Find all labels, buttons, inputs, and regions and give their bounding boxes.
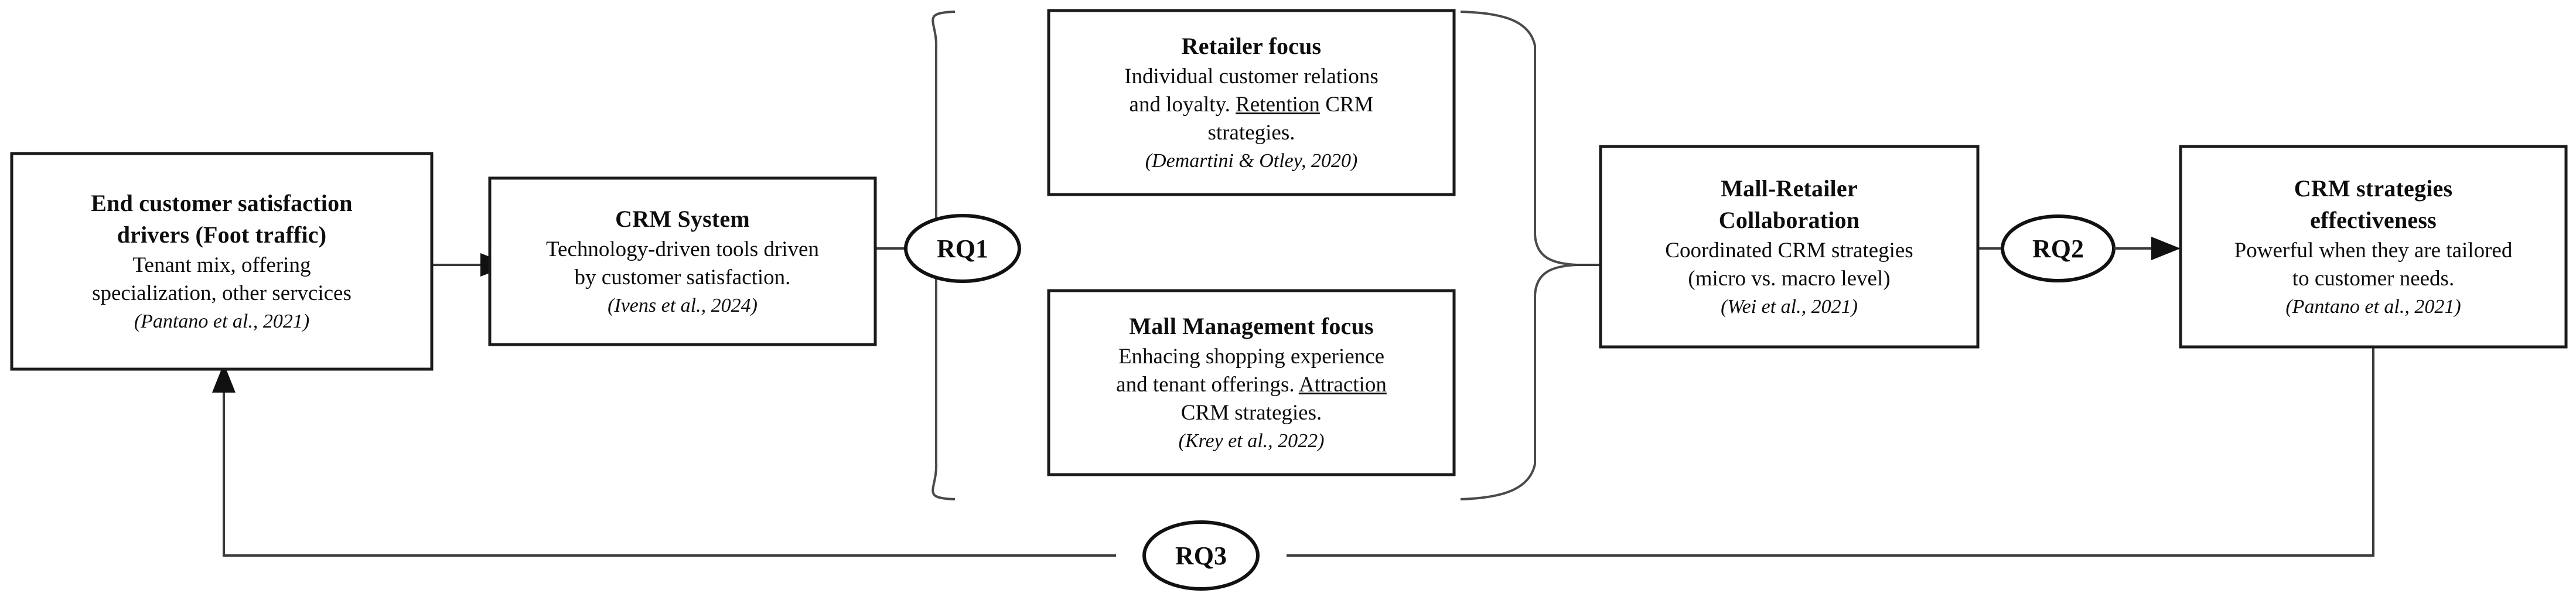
connector-rq3-feedback-loop — [212, 347, 2374, 557]
box-mall-management-focus — [1047, 289, 1456, 476]
box-crm-strategies-effectiveness — [2179, 145, 2568, 349]
rq1-ellipse — [904, 214, 1021, 283]
connector-rq2-to-effectiveness — [2114, 237, 2181, 260]
box-crm-system — [488, 176, 877, 346]
box-end-customer-satisfaction-drivers — [10, 152, 434, 371]
rq3-ellipse — [1142, 520, 1260, 591]
right-brace-bracket — [1460, 11, 1578, 500]
box-mall-retailer-collaboration — [1599, 145, 1980, 349]
box-retailer-focus — [1047, 9, 1456, 196]
left-brace-bracket — [932, 11, 956, 500]
rq2-ellipse — [2001, 214, 2116, 282]
